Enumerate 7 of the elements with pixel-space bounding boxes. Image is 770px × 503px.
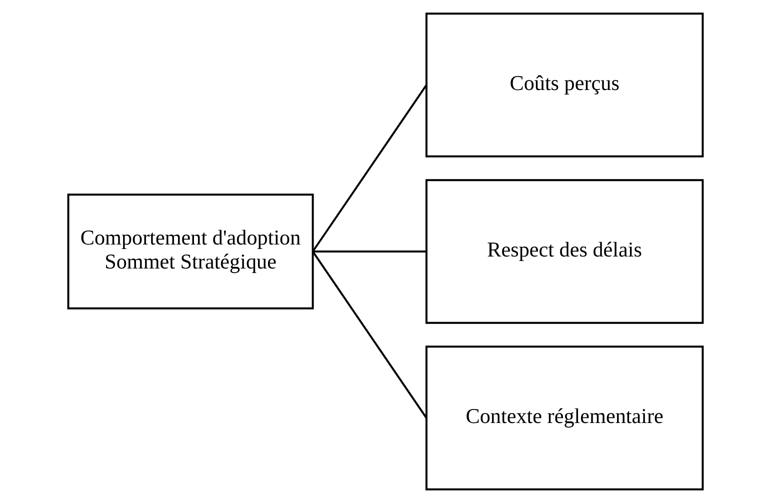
- connector: [312, 250, 426, 252]
- connector: [311, 84, 427, 252]
- node-box: Comportement d'adoption Sommet Stratégique: [66, 194, 314, 310]
- node-box: Contexte réglementaire: [424, 346, 704, 490]
- connector: [311, 250, 427, 419]
- node-box: Coûts perçus: [424, 12, 704, 158]
- node-box: Respect des délais: [424, 179, 704, 324]
